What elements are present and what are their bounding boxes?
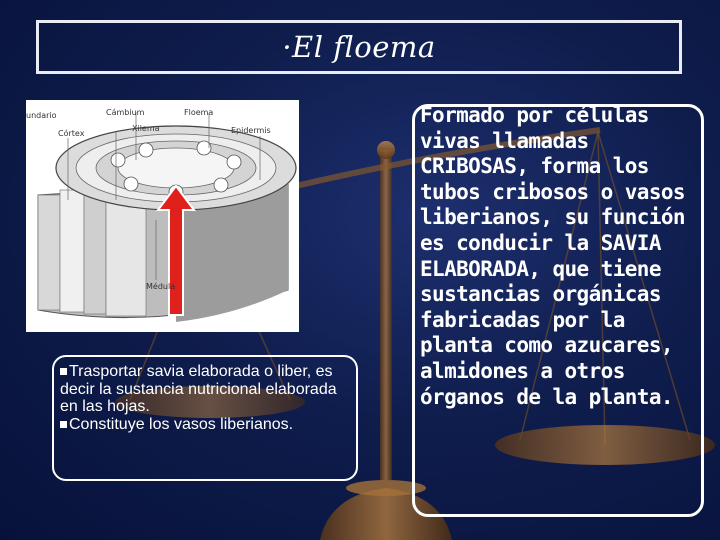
- description-box: [412, 104, 704, 517]
- functions-box: [52, 355, 358, 481]
- label-medula: Médula: [146, 282, 176, 291]
- label-secundario: undario: [26, 111, 57, 120]
- stem-diagram-image: undario Cámbium Floema Córtex Xilema Epi…: [26, 100, 299, 332]
- label-floema: Floema: [184, 108, 214, 117]
- functions-list: Trasportar savia elaborada o liber, es d…: [60, 363, 352, 433]
- label-cambium: Cámbium: [106, 108, 145, 117]
- label-epidermis: Epidermis: [231, 126, 271, 135]
- stem-cross-section-drawing: [37, 112, 297, 322]
- bullet-text: Trasportar savia elaborada o liber, es d…: [60, 363, 337, 415]
- list-item: Trasportar savia elaborada o liber, es d…: [60, 363, 352, 416]
- label-xilema: Xilema: [132, 124, 160, 133]
- bullet-square-icon: [60, 420, 67, 428]
- bullet-text: Constituye los vasos liberianos.: [69, 415, 294, 433]
- label-cortex: Córtex: [58, 129, 85, 138]
- slide-title: ·El floema: [282, 30, 436, 64]
- description-text: Formado por células vivas llamadas CRIBO…: [420, 103, 686, 409]
- list-item: Constituye los vasos liberianos.: [60, 416, 352, 434]
- bullet-square-icon: [60, 368, 67, 375]
- title-box: ·El floema: [36, 20, 682, 74]
